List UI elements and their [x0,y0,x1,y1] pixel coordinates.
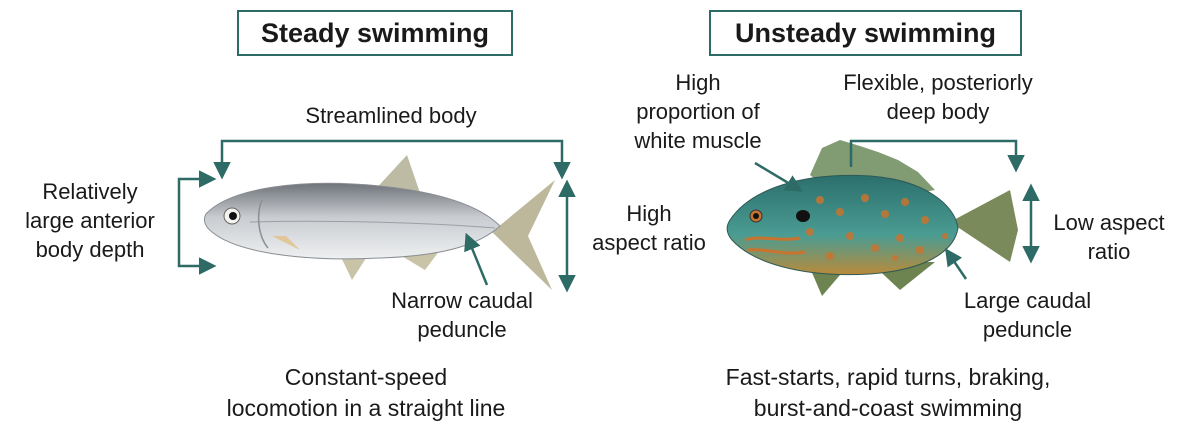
sunfish-illustration [727,140,1018,296]
unsteady-summary-text: Fast-starts, rapid turns, braking, burst… [688,362,1088,424]
flexible-deep-body-label: Flexible, posteriorly deep body [808,68,1068,126]
white-muscle-label: High proportion of white muscle [608,68,788,155]
narrow-caudal-peduncle-label: Narrow caudal peduncle [362,286,562,344]
steady-summary-text: Constant-speed locomotion in a straight … [186,362,546,424]
anterior-body-depth-label: Relatively large anterior body depth [15,177,165,264]
large-caudal-peduncle-label: Large caudal peduncle [940,286,1115,344]
low-aspect-ratio-label: Low aspect ratio [1035,208,1183,266]
streamlined-body-label: Streamlined body [281,101,501,130]
high-aspect-ratio-label: High aspect ratio [574,199,724,257]
minnow-fish-illustration [204,155,555,290]
